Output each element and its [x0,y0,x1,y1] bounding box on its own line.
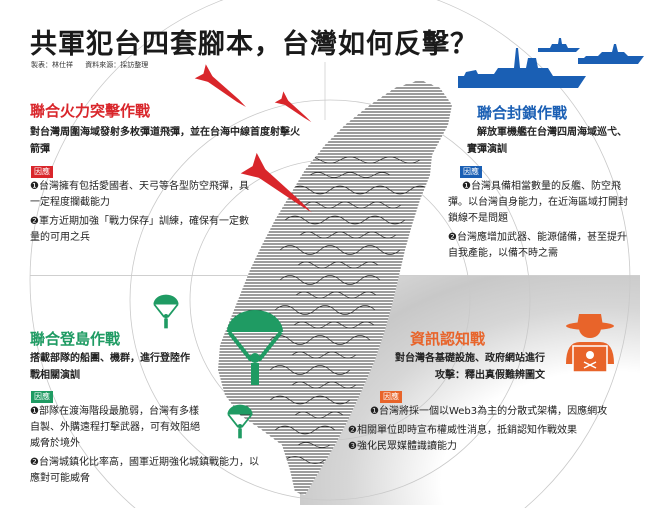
credits: 製表：林仕祥 資料來源：採訪整理 [31,60,158,70]
missile-icons [194,64,312,213]
page-title: 共軍犯台四套腳本，台灣如何反擊？ [30,29,478,60]
paratrooper-icons [153,294,283,439]
warship-icon [538,38,580,52]
response-item: ❶台灣將採一個以Web3為主的分散式架構，因應網攻 [370,406,608,417]
fire-strike-responses: ❶台灣擁有包括愛國者、天弓等各型防空飛彈，具一定程度攔截能力 ❷軍方近期加強「戰… [30,179,255,249]
cognitive-description: 對台灣各基礎設施、政府網站進行攻擊：釋出真假難辨圖文 [395,353,545,381]
landing-responses: ❶部隊在渡海階段最脆弱，台灣有多樣自製、外購遠程打擊武器，可有效阻絕威脅於境外 … [30,404,260,490]
warship-icons [458,38,644,88]
response-item: ❷台灣城鎮化比率高，國軍近期強化城鎮戰能力，以應對可能威脅 [30,457,259,484]
response-item: ❸強化民眾媒體識讀能力 [348,441,457,452]
response-item: ❶台灣擁有包括愛國者、天弓等各型防空飛彈，具一定程度攔截能力 [30,181,249,208]
response-item: ❷軍方近期加強「戰力保存」訓練，確保有一定數量的可用之兵 [30,216,249,243]
cognitive-responses: ❶台灣將採一個以Web3為主的分散式架構，因應網攻 ❷相關單位即時宣布權威性消息… [348,404,618,458]
response-item: ❶台灣具備相當數量的反艦、防空飛彈。以台灣自身能力，在近海區域打開封鎖線不是問題 [448,181,628,224]
fire-strike-description: 對台灣周圍海域發射多枚彈道飛彈，並在台海中線首度射擊火箭彈 [30,127,300,155]
blockade-description: 解放軍機艦在台灣四周海域巡弋、實彈演訓 [467,127,627,155]
landing-response-badge: 因應 [31,391,53,403]
blockade-title: 聯合封鎖作戰 [477,104,568,122]
landing-description: 搭載部隊的船團、機群，進行登陸作戰相關演訓 [30,353,190,381]
missile-icon [274,91,312,123]
blockade-response-badge: 因應 [460,166,482,178]
response-item: ❷相關單位即時宣布權威性消息，抵銷認知作戰效果 [348,425,577,436]
cognitive-response-badge: 因應 [380,391,402,403]
missile-icon [194,64,246,108]
designer-credit: 製表：林仕祥 [31,61,73,69]
source-credit: 資料來源：採訪整理 [85,61,149,69]
hacker-icon [566,314,614,373]
blockade-responses: ❶台灣具備相當數量的反艦、防空飛彈。以台灣自身能力，在近海區域打開封鎖線不是問題… [448,179,628,265]
warship-icon [578,44,644,64]
fire-strike-response-badge: 因應 [31,166,53,178]
response-item: ❶部隊在渡海階段最脆弱，台灣有多樣自製、外購遠程打擊武器，可有效阻絕威脅於境外 [30,406,200,449]
fire-strike-title: 聯合火力突擊作戰 [30,102,151,120]
paratrooper-icon [227,404,253,439]
paratrooper-icon [227,310,283,385]
landing-title: 聯合登島作戰 [30,330,121,348]
cognitive-title: 資訊認知戰 [410,330,486,348]
warship-icon [458,48,586,88]
missile-icon [240,152,312,213]
paratrooper-icon [153,294,179,329]
response-item: ❷台灣應增加武器、能源儲備，甚至提升自我產能，以備不時之需 [448,232,627,259]
